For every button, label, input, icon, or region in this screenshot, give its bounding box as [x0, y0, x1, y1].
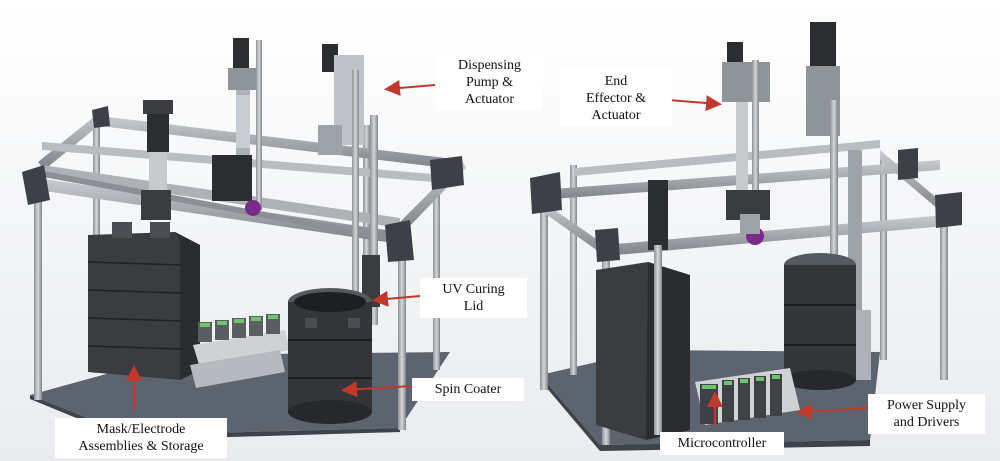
right-front-post: [540, 205, 548, 390]
label-mask-storage: Mask/Electrode Assemblies & Storage: [55, 418, 227, 458]
left-vial: [245, 200, 261, 216]
label-power-supply: Power Supply and Drivers: [868, 394, 985, 434]
right-spin-coater: [784, 253, 856, 390]
uv-curing-arrow: [372, 290, 421, 307]
end-effector-arrow: [667, 95, 722, 112]
label-uv-curing-lid: UV Curing Lid: [420, 278, 527, 318]
spin-coater-arrow: [341, 381, 413, 398]
power-supply-arrow: [796, 403, 871, 420]
left-front-post: [34, 180, 42, 400]
left-driver-boards: [190, 314, 290, 388]
left-machine: [22, 38, 466, 440]
label-microcontroller: Microcontroller: [660, 432, 784, 455]
right-storage-stack: [596, 180, 690, 440]
callout-arrows: [126, 80, 871, 425]
dispensing-arrow: [384, 80, 436, 96]
spin-coater: [288, 288, 372, 424]
label-dispensing-pump: Dispensing Pump & Actuator: [436, 54, 543, 111]
label-spin-coater: Spin Coater: [412, 378, 524, 401]
mask-storage-stack: [87, 222, 200, 380]
left-top-rail: [38, 112, 108, 170]
label-end-effector: End Effector & Actuator: [560, 70, 672, 127]
